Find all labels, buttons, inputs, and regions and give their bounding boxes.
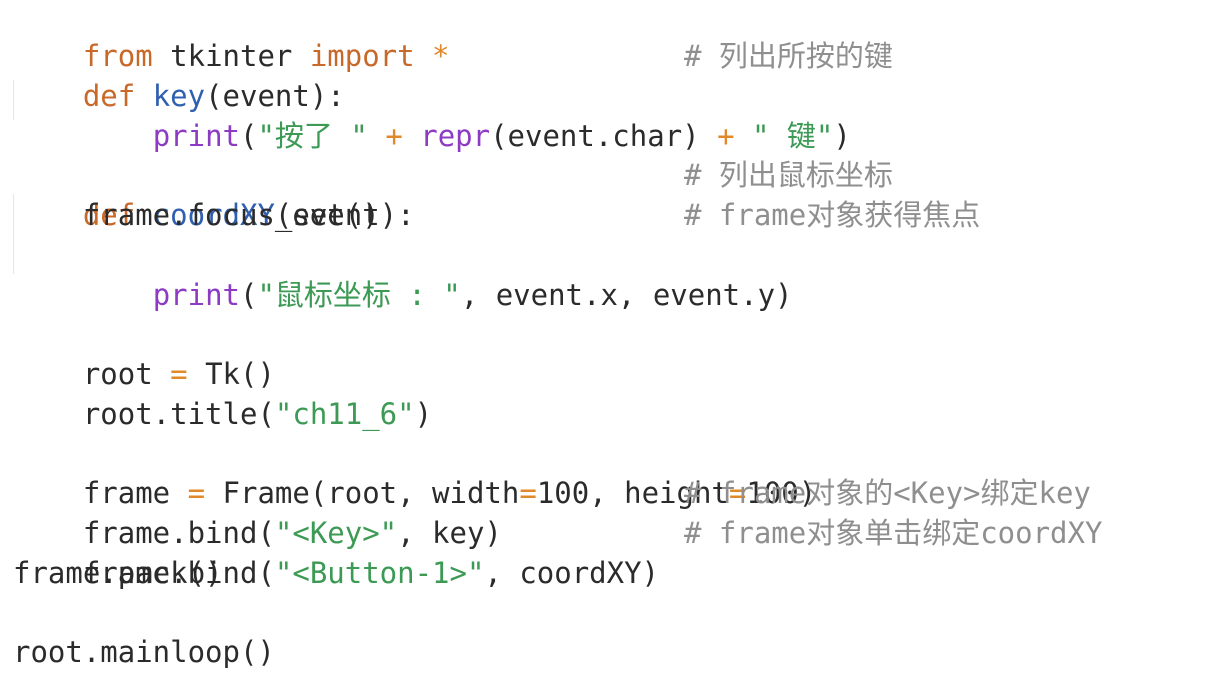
frame-args: 100) <box>746 476 817 510</box>
indent <box>83 278 153 312</box>
code-line-root-title: root.title("ch11_6") <box>13 354 432 431</box>
operator-assign: = <box>170 357 188 391</box>
code-line-mainloop: root.mainloop() <box>13 635 275 669</box>
bind-call: frame.bind( <box>82 556 275 590</box>
paren-open: ( <box>240 278 258 312</box>
keyword-import: import <box>309 39 415 73</box>
bind-args: , coordXY) <box>484 556 660 590</box>
code-line-print-key: print("按了 " + repr(event.char) + " 键") <box>13 76 851 153</box>
string-literal: " 键" <box>752 119 834 153</box>
bind-call: frame.bind( <box>82 516 275 550</box>
builtin-print: print <box>152 278 240 312</box>
code-line-bind-button: frame.bind("<Button-1>", coordXY) <box>13 513 659 590</box>
paren-open: ( <box>240 119 258 153</box>
keyword-def: def <box>82 79 136 113</box>
code-line-root-tk: root = Tk() <box>13 314 275 391</box>
function-args: (event): <box>205 79 345 113</box>
repr-args: (event.char) <box>490 119 700 153</box>
tk-call: Tk() <box>187 357 275 391</box>
string-literal: "鼠标坐标 : " <box>257 278 461 312</box>
code-line-frame-create: frame = Frame(root, width=100, height=10… <box>13 433 816 510</box>
function-args: (event): <box>274 198 415 232</box>
comment-focus: # frame对象获得焦点 <box>684 198 981 232</box>
code-line-print-coords: print("鼠标坐标 : ", event.x, event.y) <box>13 235 793 312</box>
operator-plus: + <box>699 119 752 153</box>
comment-bind-key: # frame对象的<Key>绑定key <box>684 476 1091 510</box>
string-literal: "<Button-1>" <box>274 556 485 590</box>
comment-list-key: # 列出所按的键 <box>684 39 893 73</box>
paren-close: ) <box>414 397 433 431</box>
string-literal: "ch11_6" <box>274 397 415 431</box>
function-name-coordxy: coordXY <box>135 198 275 232</box>
code-line-bind-key: frame.bind("<Key>", key) <box>13 473 502 550</box>
code-line-focus-set: frame.focus_set() <box>13 198 380 232</box>
keyword-from: from <box>82 39 153 73</box>
string-literal: "按了 " <box>257 119 368 153</box>
operator-assign: = <box>519 476 537 510</box>
frame-call: Frame(root, width <box>205 476 520 510</box>
indent-guide <box>13 80 14 120</box>
function-name-key: key <box>135 79 206 113</box>
bind-args: , key) <box>397 516 502 550</box>
code-line-frame-pack: frame.pack() <box>13 556 223 590</box>
code-line-def-key: def key(event): <box>13 36 345 113</box>
string-literal: "<Key>" <box>274 516 398 550</box>
title-call: root.title( <box>82 397 275 431</box>
variable-frame: frame <box>82 476 188 510</box>
comment-mouse-coords: # 列出鼠标坐标 <box>684 158 893 192</box>
comment-bind-click: # frame对象单击绑定coordXY <box>684 516 1103 550</box>
module-name: tkinter <box>152 39 310 73</box>
import-star: * <box>414 39 450 73</box>
builtin-repr: repr <box>420 119 491 153</box>
operator-assign: = <box>728 476 747 510</box>
variable-root: root <box>82 357 171 391</box>
operator-assign: = <box>187 476 206 510</box>
operator-plus: + <box>367 119 421 153</box>
indent-guide <box>13 194 14 274</box>
frame-args: 100, height <box>536 476 729 510</box>
builtin-print: print <box>152 119 240 153</box>
keyword-def: def <box>82 198 136 232</box>
indent <box>83 119 153 153</box>
code-line-import: from tkinter import * <box>13 0 450 73</box>
print-args: , event.x, event.y) <box>460 278 793 312</box>
code-line-def-coordxy: def coordXY(event): <box>13 155 415 232</box>
paren-close: ) <box>833 119 851 153</box>
